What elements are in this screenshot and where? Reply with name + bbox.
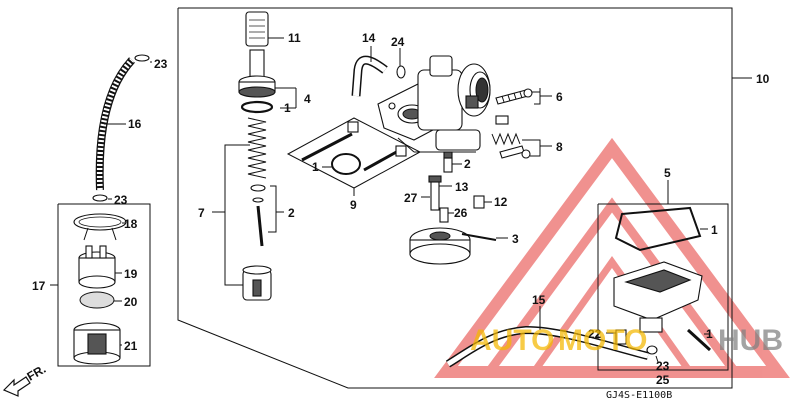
callout-10: 10 [756, 72, 770, 86]
throttle-cap [245, 11, 284, 47]
callout-22: 22 [588, 327, 602, 341]
callout-7: 7 [198, 206, 205, 220]
float-chamber-frame [597, 180, 729, 371]
callout-17: 17 [32, 279, 46, 293]
callout-11: 11 [288, 31, 301, 45]
main-jet [421, 175, 452, 211]
filter-element [79, 291, 122, 309]
callout-14: 14 [362, 31, 376, 45]
strainer-cup [73, 322, 122, 365]
watermark-text: AUTO MOTO HUB [470, 324, 783, 357]
callout-13: 13 [455, 180, 469, 194]
float-valve [439, 207, 454, 223]
mixing-chamber-top [238, 49, 297, 109]
callout-25: 25 [656, 373, 670, 387]
callout-6: 6 [556, 90, 563, 104]
callout-5: 5 [664, 166, 671, 180]
jet-needle [256, 205, 264, 247]
callout-23-drain: 23 [656, 359, 670, 373]
callout-16: 16 [128, 117, 142, 131]
fuel-cap [78, 245, 122, 289]
needle-clip [250, 184, 266, 203]
callout-20: 20 [124, 295, 138, 309]
carburetor-body [377, 55, 509, 153]
main-assembly-frame [177, 7, 752, 389]
drain-screw [606, 329, 627, 345]
callout-9: 9 [350, 198, 357, 212]
drain-tube-clip [646, 345, 659, 363]
float [409, 227, 508, 265]
choke-cable-tube [351, 46, 388, 97]
watermark-auto: AUTO [470, 324, 554, 357]
air-screw-set [491, 132, 552, 159]
callout-19: 19 [124, 267, 138, 281]
callout-2-jet: 2 [464, 157, 471, 171]
watermark-hub: HUB [718, 324, 783, 357]
callout-24: 24 [391, 35, 405, 49]
throttle-valve [242, 265, 272, 301]
choke-clip [396, 48, 406, 79]
callout-3: 3 [512, 232, 519, 246]
slow-jet [473, 195, 492, 209]
front-direction-arrow [2, 376, 31, 397]
fuel-cap-subassembly-frame [50, 203, 151, 367]
float-chamber [613, 261, 712, 352]
callout-26: 26 [454, 206, 468, 220]
needle-jet-holder [443, 151, 462, 173]
callout-18: 18 [124, 217, 138, 231]
callout-8: 8 [556, 140, 563, 154]
drawing-code: GJ4S-E1100B [606, 390, 672, 400]
callout-15: 15 [532, 293, 546, 307]
callout-labels: 11 4 1 7 2 14 24 10 6 8 1 9 2 13 27 12 2… [32, 31, 770, 387]
idle-screw-set [495, 88, 552, 105]
callout-1-o-ring: 1 [312, 160, 319, 174]
insulator-frame [286, 117, 422, 196]
callout-2-needle: 2 [288, 206, 295, 220]
callout-23-bottom: 23 [114, 193, 128, 207]
clamp-ring [73, 213, 127, 241]
throttle-spring [247, 117, 267, 179]
callout-23-top: 23 [154, 57, 168, 71]
insulator-o-ring [322, 153, 361, 175]
drain-tube [445, 306, 649, 368]
callout-1-gasket: 1 [284, 101, 291, 115]
callout-4: 4 [304, 92, 311, 106]
float-chamber-gasket [614, 206, 708, 252]
fuel-tube [92, 54, 152, 202]
callout-12: 12 [494, 195, 508, 209]
gasket-ring-top [240, 100, 274, 114]
callout-1-chamber-gasket: 1 [711, 223, 718, 237]
watermark-moto: MOTO [558, 324, 647, 357]
callout-21: 21 [124, 339, 138, 353]
callout-27: 27 [404, 191, 418, 205]
callout-1-chamber: 1 [706, 327, 713, 341]
valve-stack-brackets [212, 144, 284, 286]
insulator-stud-bolts [301, 121, 407, 172]
